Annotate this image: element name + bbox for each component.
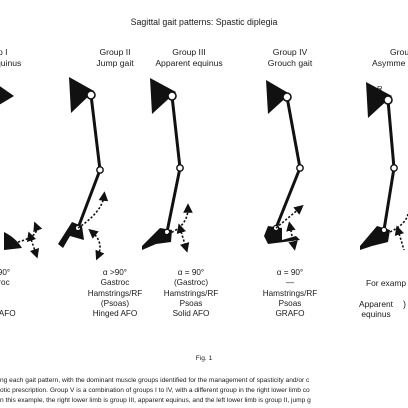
- group-5-ankle-joint: [380, 226, 388, 234]
- group-1-heading-line2: quinus: [0, 58, 22, 68]
- group-3-motion-arrow-icon: [167, 203, 193, 235]
- group-5-hip-joint: [383, 95, 393, 105]
- group-1-muscle: roc: [0, 278, 10, 288]
- group-4-muscle-1: —: [285, 278, 295, 288]
- group-3-pelvis-icon: [150, 78, 176, 114]
- group-5-heading-line2: Asymme: [372, 58, 406, 68]
- caption-line-2: otic prescription. Group V is a combinat…: [0, 387, 310, 394]
- group-4-ankle-arrow-icon: [286, 221, 298, 251]
- group-2-angle: α >90°: [102, 268, 128, 277]
- group-3-leg: [142, 78, 193, 253]
- group-2-muscle-3: (Psoas): [100, 298, 130, 308]
- group-4-shank: [274, 167, 302, 229]
- group-5-sub-marker: ): [403, 299, 406, 309]
- group-3-orthosis: Solid AFO: [172, 309, 210, 319]
- group-5-thigh: [386, 99, 396, 169]
- group-2-muscle-1: Gastroc: [100, 278, 130, 288]
- group-3-muscle-3: Psoas: [179, 298, 203, 308]
- group-5-heading-line1: Grou: [390, 47, 408, 57]
- group-5-knee-joint: [390, 164, 398, 172]
- group-4-pelvis-icon: [266, 80, 290, 114]
- group-2-details: α >90° Gastroc Hamstrings/RF (Psoas) Hin…: [88, 268, 143, 319]
- group-5-pelvis-icon: [366, 82, 392, 118]
- group-1-ankle-arrow-icon: [26, 231, 40, 259]
- group-3-thigh: [170, 95, 182, 169]
- group-2-shank: [76, 169, 102, 229]
- group-1-leg: [0, 86, 43, 259]
- group-2-heading-line2: Jump gait: [96, 58, 134, 68]
- group-4-orthosis: GRAFO: [275, 309, 305, 319]
- group-4-details: α = 90° — Hamstrings/RF Psoas GRAFO: [263, 268, 318, 319]
- group-4-muscle-2: Hamstrings/RF: [262, 288, 318, 298]
- group-2-motion-arrow-icon: [77, 191, 109, 229]
- caption-line-1: ng each gait pattern, with the dominant …: [0, 377, 310, 384]
- caption-line-3: n this example, the right lower limb is …: [0, 397, 311, 404]
- group-4-heading-line1: Group IV: [272, 47, 308, 57]
- group-5-example-label: For examp: [366, 278, 407, 288]
- group-1-pelvis-icon: [0, 86, 14, 105]
- group-2-pelvis-icon: [69, 77, 94, 113]
- group-4-leg: [264, 80, 304, 251]
- group-2-heading-line1: Group II: [99, 47, 131, 57]
- group-1-motion-arrow-icon: [17, 221, 43, 243]
- group-4-foot-icon: [264, 226, 300, 244]
- group-4-muscle-3: Psoas: [278, 298, 302, 308]
- group-5-side-label: R: [377, 84, 383, 93]
- group-3-knee-joint: [176, 164, 184, 172]
- group-2-leg: [58, 77, 109, 261]
- group-3-muscle-1: (Gastroc): [173, 278, 209, 288]
- group-5-sub-line1: Apparent: [359, 299, 393, 309]
- group-2-orthosis: Hinged AFO: [92, 309, 138, 319]
- group-2-thigh: [89, 94, 102, 171]
- figure-label: Fig. 1: [195, 355, 213, 362]
- group-4-motion-arrow-icon: [275, 204, 304, 229]
- group-1-blank: [0, 289, 16, 299]
- group-2-hip-joint: [86, 90, 96, 100]
- group-3-muscle-2: Hamstrings/RF: [163, 288, 219, 298]
- group-3-details: α = 90° (Gastroc) Hamstrings/RF Psoas So…: [164, 268, 219, 319]
- group-3-shank: [165, 167, 182, 233]
- group-3-heading-line2: Apparent equinus: [155, 58, 223, 68]
- group-3-angle: α = 90°: [177, 268, 205, 277]
- group-5-shank: [382, 167, 396, 231]
- group-2-muscle-2: Hamstrings/RF: [87, 288, 143, 298]
- group-3-hip-joint: [167, 91, 177, 101]
- group-3-heading-line1: Group III: [172, 47, 206, 57]
- figure-title: Sagittal gait patterns: Spastic diplegia: [130, 17, 278, 27]
- group-1-details: 90° roc GAFO: [0, 268, 16, 319]
- group-4-angle: α = 90°: [276, 268, 304, 277]
- group-1-orthosis: GAFO: [0, 308, 16, 318]
- group-3-ankle-arrow-icon: [176, 223, 190, 253]
- group-4-thigh: [285, 96, 302, 169]
- group-2-knee-joint: [96, 166, 104, 174]
- group-5-motion-arrow-icon: [389, 213, 408, 233]
- group-5-sub-line2: equinus: [361, 309, 391, 319]
- group-1-foot-icon: [4, 232, 22, 250]
- group-2-ankle-arrow-icon: [88, 228, 105, 261]
- group-5-ankle-arrow-icon: [394, 225, 405, 251]
- group-4-knee-joint: [296, 164, 304, 172]
- group-4-hip-joint: [282, 92, 292, 102]
- group-5-leg: [360, 82, 408, 251]
- group-1-angle: 90°: [0, 268, 11, 277]
- group-1-heading-line1: p I: [0, 47, 8, 57]
- group-4-heading-line2: Grouch gait: [267, 58, 313, 68]
